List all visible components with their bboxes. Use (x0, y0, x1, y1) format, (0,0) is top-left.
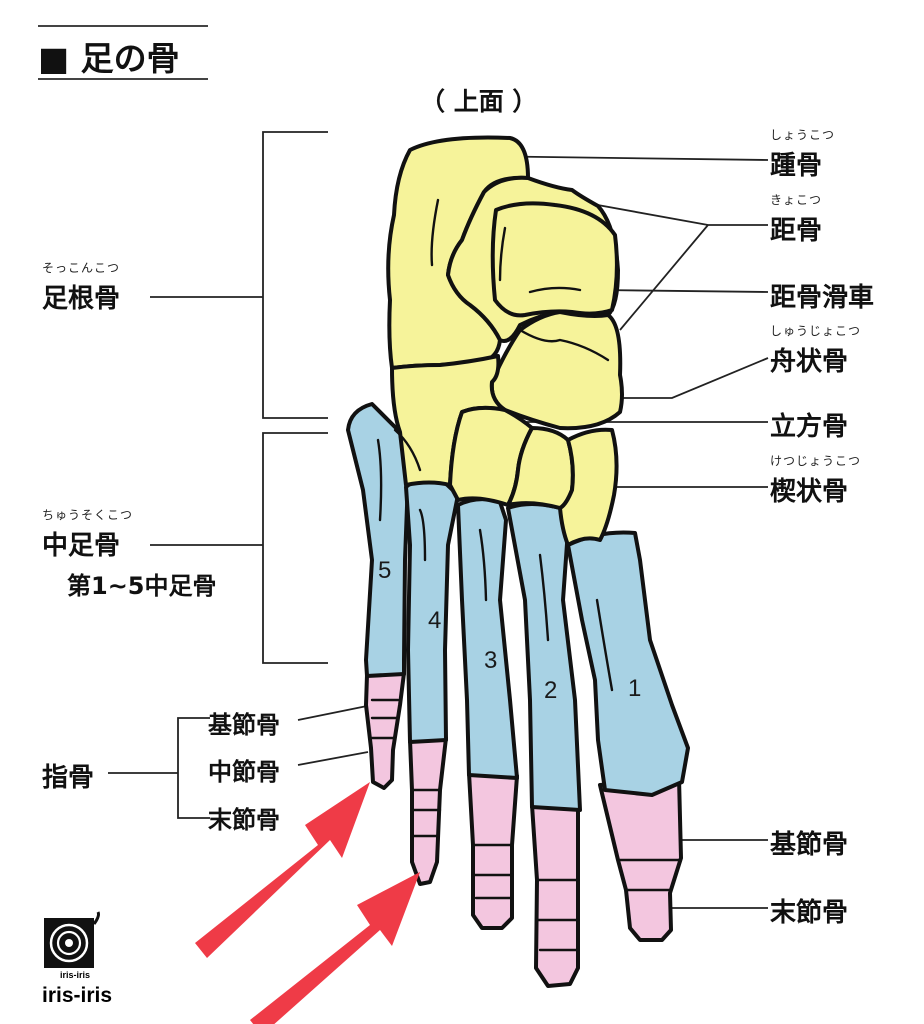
metatarsal-number-5: 5 (378, 557, 391, 584)
cuneiform-medial (558, 427, 619, 547)
metatarsus-label: 中足骨 (42, 531, 121, 561)
calcaneus-label: 踵骨 (770, 151, 823, 181)
arrow-upper (195, 782, 370, 958)
metatarsal-number-3: 3 (484, 647, 497, 674)
page-title: ■ 足の骨 (38, 39, 180, 78)
toe-3-phalanges (467, 771, 519, 930)
calcaneus-ruby: しょうこつ (770, 128, 836, 142)
logo-large-text: iris-iris (42, 984, 112, 1007)
metatarsal-number-2: 2 (544, 677, 557, 704)
phalanx-pointer-proximal (297, 704, 373, 721)
navicular (489, 310, 624, 431)
navicular-ruby: しゅうじょこつ (770, 324, 862, 338)
right-proximal-phalanx-label: 基節骨 (770, 830, 849, 860)
logo: iris-iris iris-iris (42, 911, 112, 1007)
bone-detail-lines (370, 198, 682, 952)
metatarsal-number-1: 1 (628, 675, 641, 702)
trochlea-leader (599, 289, 769, 293)
metatarsal-5 (346, 402, 410, 678)
navicular-label: 舟状骨 (770, 347, 849, 377)
toe-2-phalanges (530, 803, 580, 988)
logo-small-text: iris-iris (60, 970, 90, 980)
right-distal-phalanx-label: 末節骨 (770, 898, 849, 928)
metatarsus-sublabel: 第1~5中足骨 (67, 572, 217, 600)
talar-trochlea (490, 201, 619, 318)
phalanges-bracket (108, 717, 210, 819)
metatarsal-3 (456, 497, 519, 780)
tarsus-label: 足根骨 (42, 284, 121, 314)
metatarsus-bracket (150, 432, 328, 664)
view-label: （ 上面 ） (420, 87, 538, 116)
left-middle-phalanx-label: 中節骨 (208, 758, 280, 786)
toe-5-phalanges (364, 671, 406, 790)
phalanges-label: 指骨 (42, 763, 95, 793)
metatarsus-ruby: ちゅうそくこつ (42, 508, 134, 522)
left-distal-phalanx-label: 末節骨 (208, 806, 280, 834)
title-rule-bottom (38, 78, 208, 80)
title-rule-top (38, 25, 208, 27)
phalanx-pointer-middle (297, 751, 369, 766)
metatarsal-numbers: 5 4 3 2 1 (378, 557, 641, 704)
tarsus-bracket (150, 131, 328, 419)
tarsus-ruby: そっこんこつ (42, 261, 121, 275)
red-arrows (195, 782, 420, 1024)
talus-leader (569, 199, 768, 331)
metatarsal-1 (566, 530, 690, 797)
cuneiform-label: 楔状骨 (770, 477, 849, 507)
left-proximal-phalanx-label: 基節骨 (208, 711, 280, 739)
arrow-lower (250, 872, 420, 1024)
cuneiform-ruby: けつじょうこつ (770, 454, 862, 468)
metatarsal-number-4: 4 (428, 607, 441, 634)
talus-ruby: きょこつ (770, 193, 823, 207)
talus-label: 距骨 (770, 216, 823, 246)
trochlea-label: 距骨滑車 (770, 283, 875, 313)
cuboid-label: 立方骨 (770, 412, 849, 442)
